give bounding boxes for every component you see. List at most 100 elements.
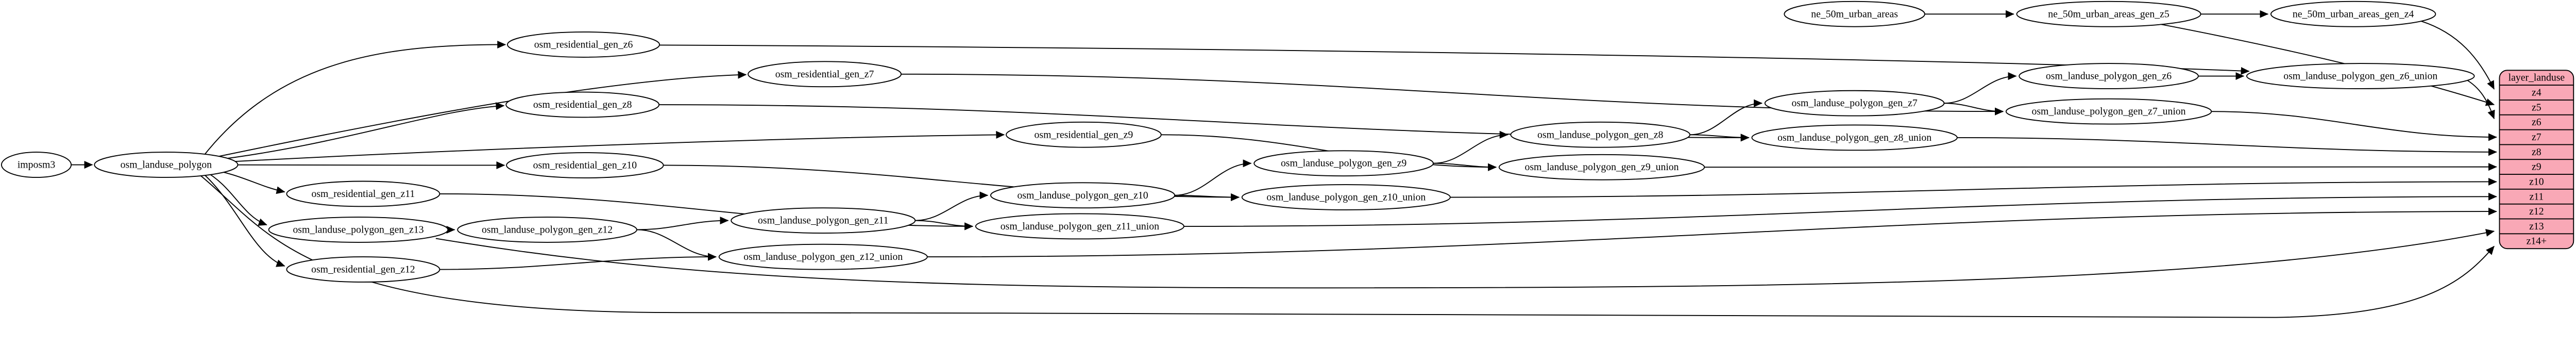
node-osm_residential_gen_z8: osm_residential_gen_z8: [505, 91, 660, 118]
node-osm_landuse_polygon_gen_z12_union: osm_landuse_polygon_gen_z12_union: [718, 243, 928, 270]
node-ellipse-ne_50m_urban_areas: [1784, 1, 1925, 27]
table-row-z11: z11: [2529, 191, 2544, 202]
table-row-z5: z5: [2532, 102, 2541, 113]
node-osm_residential_gen_z6: osm_residential_gen_z6: [507, 31, 660, 58]
table-row-z9: z9: [2532, 161, 2541, 173]
node-label-osm_landuse_polygon_gen_z8_union: osm_landuse_polygon_gen_z8_union: [1777, 132, 1931, 143]
node-osm_landuse_polygon: osm_landuse_polygon: [94, 152, 239, 178]
node-label-osm_landuse_polygon_gen_z10_union: osm_landuse_polygon_gen_z10_union: [1266, 192, 1426, 203]
node-label-osm_residential_gen_z10: osm_residential_gen_z10: [533, 159, 637, 171]
edge-osm_landuse_polygon_gen_z10_union-to-row-z10: [1450, 177, 2497, 198]
node-osm_residential_gen_z12: osm_residential_gen_z12: [286, 256, 440, 283]
node-ellipse-osm_landuse_polygon_gen_z6: [2019, 63, 2199, 89]
edge-osm_landuse_polygon-to-osm_residential_gen_z9: [209, 130, 1005, 163]
node-ellipse-osm_residential_gen_z11: [286, 180, 440, 207]
node-label-osm_landuse_polygon_gen_z12: osm_landuse_polygon_gen_z12: [482, 224, 613, 235]
node-ellipse-ne_50m_urban_areas_gen_z4: [2270, 1, 2436, 27]
node-label-osm_landuse_polygon_gen_z7_union: osm_landuse_polygon_gen_z7_union: [2032, 106, 2186, 117]
edge-osm_landuse_polygon-to-osm_residential_gen_z10: [210, 161, 505, 170]
edge-osm_residential_gen_z12-to-osm_landuse_polygon_gen_z12_union: [439, 253, 717, 270]
node-label-osm_landuse_polygon_gen_z8: osm_landuse_polygon_gen_z8: [1537, 129, 1663, 140]
node-osm_landuse_polygon_gen_z11_union: osm_landuse_polygon_gen_z11_union: [975, 213, 1184, 240]
table-row-z4: z4: [2532, 87, 2541, 98]
node-ellipse-osm_residential_gen_z7: [748, 61, 902, 88]
node-osm_landuse_polygon_gen_z9: osm_landuse_polygon_gen_z9: [1253, 150, 1434, 177]
node-osm_landuse_polygon_gen_z8: osm_landuse_polygon_gen_z8: [1510, 121, 1691, 148]
node-label-osm_residential_gen_z8: osm_residential_gen_z8: [533, 99, 632, 110]
edge-osm_landuse_polygon-to-osm_residential_gen_z12: [201, 171, 285, 267]
node-ellipse-osm_landuse_polygon_gen_z13: [268, 217, 449, 243]
node-osm_landuse_polygon_gen_z10_union: osm_landuse_polygon_gen_z10_union: [1241, 184, 1451, 210]
node-osm_residential_gen_z11: osm_residential_gen_z11: [286, 180, 440, 207]
node-label-osm_landuse_polygon_gen_z13: osm_landuse_polygon_gen_z13: [293, 224, 423, 235]
table-row-z13: z13: [2529, 221, 2544, 232]
table-header-label: layer_landuse: [2509, 72, 2565, 84]
node-osm_landuse_polygon_gen_z10: osm_landuse_polygon_gen_z10: [990, 182, 1176, 209]
node-ellipse-imposm3: [1, 152, 72, 178]
node-ellipse-osm_residential_gen_z10: [506, 152, 664, 178]
node-ellipse-osm_landuse_polygon_gen_z9_union: [1498, 154, 1705, 180]
node-ellipse-osm_residential_gen_z12: [286, 256, 440, 283]
edge-osm_landuse_polygon_gen_z8_union-to-row-z8: [1957, 137, 2497, 156]
node-label-osm_landuse_polygon_gen_z7: osm_landuse_polygon_gen_z7: [1791, 97, 1917, 109]
node-osm_landuse_polygon_gen_z7: osm_landuse_polygon_gen_z7: [1764, 90, 1945, 117]
layer-landuse-table: layer_landusez4z5z6z7z8z9z10z11z12z13z14…: [2499, 70, 2574, 250]
node-label-ne_50m_urban_areas_gen_z5: ne_50m_urban_areas_gen_z5: [2048, 8, 2170, 20]
node-label-ne_50m_urban_areas: ne_50m_urban_areas: [1811, 8, 1898, 20]
node-osm_landuse_polygon_gen_z8_union: osm_landuse_polygon_gen_z8_union: [1751, 124, 1958, 151]
table-row-z12: z12: [2529, 206, 2544, 217]
edge-osm_landuse_polygon_gen_z11_union-to-row-z11: [1183, 192, 2497, 227]
node-ellipse-osm_residential_gen_z9: [1006, 121, 1162, 148]
edge-osm_landuse_polygon_gen_z7-to-osm_landuse_polygon_gen_z6: [1944, 72, 2017, 104]
edge-osm_landuse_polygon_gen_z13-to-row-z13: [435, 229, 2495, 289]
node-label-osm_residential_gen_z6: osm_residential_gen_z6: [534, 39, 633, 50]
node-osm_landuse_polygon_gen_z12: osm_landuse_polygon_gen_z12: [457, 217, 637, 243]
node-ellipse-osm_landuse_polygon_gen_z7_union: [2005, 98, 2212, 125]
node-label-imposm3: imposm3: [18, 159, 56, 171]
table-row-z10: z10: [2529, 176, 2544, 187]
node-label-osm_landuse_polygon_gen_z12_union: osm_landuse_polygon_gen_z12_union: [743, 251, 903, 262]
edge-osm_landuse_polygon-to-osm_residential_gen_z8: [208, 102, 505, 161]
table-row-z14+: z14+: [2527, 236, 2547, 247]
edge-osm_landuse_polygon_gen_z9-to-osm_landuse_polygon_gen_z8: [1433, 130, 1509, 164]
edge-osm_landuse_polygon_gen_z12-to-osm_landuse_polygon_gen_z12_union: [636, 229, 717, 261]
node-osm_landuse_polygon_gen_z13: osm_landuse_polygon_gen_z13: [268, 217, 449, 243]
node-ellipse-osm_landuse_polygon_gen_z8_union: [1751, 124, 1958, 151]
node-osm_residential_gen_z10: osm_residential_gen_z10: [506, 152, 664, 178]
edge-osm_landuse_polygon-to-osm_residential_gen_z6: [203, 40, 506, 157]
node-ellipse-osm_landuse_polygon_gen_z10_union: [1241, 184, 1451, 210]
node-osm_residential_gen_z7: osm_residential_gen_z7: [748, 61, 902, 88]
node-osm_landuse_polygon_gen_z7_union: osm_landuse_polygon_gen_z7_union: [2005, 98, 2212, 125]
node-osm_landuse_polygon_gen_z11: osm_landuse_polygon_gen_z11: [731, 207, 916, 234]
edge-osm_landuse_polygon-to-osm_residential_gen_z7: [206, 71, 747, 160]
edge-osm_landuse_polygon_gen_z12-to-osm_landuse_polygon_gen_z11: [636, 217, 729, 231]
node-ellipse-osm_landuse_polygon_gen_z12: [457, 217, 637, 243]
node-label-osm_residential_gen_z7: osm_residential_gen_z7: [775, 69, 874, 80]
node-label-osm_residential_gen_z11: osm_residential_gen_z11: [312, 188, 415, 200]
edge-osm_landuse_polygon_gen_z9_union-to-row-z9: [1704, 163, 2497, 171]
node-label-osm_landuse_polygon_gen_z6: osm_landuse_polygon_gen_z6: [2046, 71, 2172, 82]
node-label-osm_landuse_polygon_gen_z9_union: osm_landuse_polygon_gen_z9_union: [1524, 161, 1679, 173]
edge-ne_50m_urban_areas_gen_z5-to-row-z5: [2145, 21, 2495, 106]
node-ellipse-osm_residential_gen_z6: [507, 31, 660, 58]
node-ne_50m_urban_areas_gen_z4: ne_50m_urban_areas_gen_z4: [2270, 1, 2436, 27]
node-osm_landuse_polygon_gen_z6_union: osm_landuse_polygon_gen_z6_union: [2246, 63, 2475, 89]
table-row-z6: z6: [2532, 117, 2541, 128]
edge-osm_landuse_polygon_gen_z7_union-to-row-z7: [2211, 111, 2497, 141]
node-osm_landuse_polygon_gen_z9_union: osm_landuse_polygon_gen_z9_union: [1498, 154, 1705, 180]
node-ellipse-osm_landuse_polygon_gen_z7: [1764, 90, 1945, 117]
node-ellipse-osm_landuse_polygon_gen_z11_union: [975, 213, 1184, 240]
node-ellipse-osm_landuse_polygon_gen_z9: [1253, 150, 1434, 177]
node-ne_50m_urban_areas: ne_50m_urban_areas: [1784, 1, 1925, 27]
node-label-osm_landuse_polygon_gen_z6_union: osm_landuse_polygon_gen_z6_union: [2283, 71, 2437, 82]
diagram-svg: imposm3 osm_landuse_polygon osm_residentia…: [1, 1, 2574, 319]
node-imposm3: imposm3: [1, 152, 72, 178]
edge-osm_landuse_polygon_gen_z12_union-to-row-z12: [927, 207, 2497, 258]
node-ellipse-osm_landuse_polygon_gen_z10: [990, 182, 1176, 209]
node-label-osm_landuse_polygon_gen_z11_union: osm_landuse_polygon_gen_z11_union: [1001, 221, 1159, 232]
node-ellipse-osm_landuse_polygon_gen_z8: [1510, 121, 1691, 148]
node-ellipse-osm_landuse_polygon_gen_z6_union: [2246, 63, 2475, 89]
edge-osm_landuse_polygon_gen_z8-to-osm_landuse_polygon_gen_z7: [1690, 99, 1763, 136]
node-label-osm_landuse_polygon_gen_z10: osm_landuse_polygon_gen_z10: [1017, 190, 1148, 201]
edge-osm_landuse_polygon-to-osm_landuse_polygon_gen_z13: [204, 170, 267, 226]
